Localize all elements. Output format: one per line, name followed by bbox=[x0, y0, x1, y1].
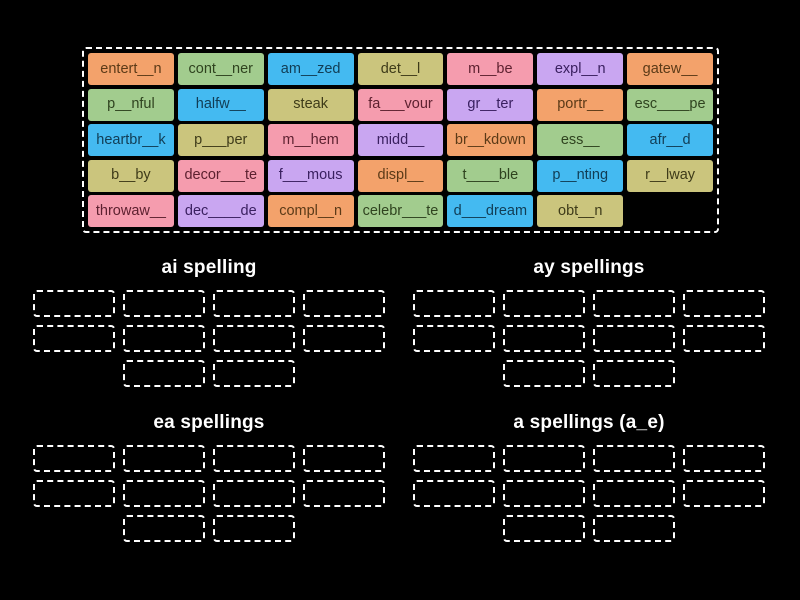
drop-slot[interactable] bbox=[123, 480, 205, 507]
drop-slot[interactable] bbox=[593, 445, 675, 472]
word-tile[interactable]: afr__d bbox=[627, 124, 713, 156]
word-tile[interactable]: p__nting bbox=[537, 159, 624, 192]
word-tile[interactable]: d___dream bbox=[447, 195, 534, 227]
group-slots bbox=[33, 445, 385, 542]
group-slots bbox=[33, 290, 385, 387]
group-slots bbox=[413, 290, 765, 387]
word-tile[interactable]: r__lway bbox=[627, 159, 713, 192]
drop-slot[interactable] bbox=[33, 480, 115, 507]
word-tile[interactable]: p__nful bbox=[88, 88, 174, 121]
group-ai-spelling: ai spelling bbox=[33, 257, 385, 395]
group-title: ai spelling bbox=[161, 257, 257, 278]
word-tile[interactable]: displ__ bbox=[357, 159, 444, 192]
group-ea-spellings: ea spellings bbox=[33, 412, 385, 550]
drop-slot[interactable] bbox=[33, 325, 115, 352]
slot-row bbox=[413, 325, 765, 352]
drop-slot[interactable] bbox=[33, 290, 115, 317]
word-tile[interactable]: steak bbox=[267, 88, 354, 121]
drop-slot[interactable] bbox=[303, 480, 385, 507]
drop-slot[interactable] bbox=[123, 325, 205, 352]
slot-row bbox=[413, 290, 765, 317]
drop-slot[interactable] bbox=[503, 360, 585, 387]
drop-slot[interactable] bbox=[123, 515, 205, 542]
drop-slot[interactable] bbox=[683, 290, 765, 317]
drop-slot[interactable] bbox=[213, 445, 295, 472]
word-tile[interactable]: decor___te bbox=[177, 159, 264, 192]
word-tile[interactable]: p___per bbox=[177, 124, 264, 156]
slot-row bbox=[413, 515, 765, 542]
drop-slot[interactable] bbox=[503, 325, 585, 352]
word-tile[interactable]: cont__ner bbox=[177, 53, 264, 85]
drop-slot[interactable] bbox=[33, 445, 115, 472]
drop-slot[interactable] bbox=[593, 480, 675, 507]
word-tile[interactable]: det__l bbox=[357, 53, 444, 85]
word-tile[interactable]: expl__n bbox=[537, 53, 624, 85]
word-tile[interactable]: heartbr__k bbox=[88, 124, 174, 156]
drop-slot[interactable] bbox=[503, 515, 585, 542]
drop-slot[interactable] bbox=[593, 360, 675, 387]
word-tile[interactable]: fa___vour bbox=[357, 88, 444, 121]
word-tile[interactable]: m__hem bbox=[267, 124, 354, 156]
slot-row bbox=[413, 360, 765, 387]
drop-slot[interactable] bbox=[593, 290, 675, 317]
drop-slot[interactable] bbox=[303, 325, 385, 352]
slot-row bbox=[33, 325, 385, 352]
group-title: ay spellings bbox=[533, 257, 645, 278]
word-tile[interactable]: b__by bbox=[88, 159, 174, 192]
drop-slot[interactable] bbox=[683, 445, 765, 472]
drop-slot[interactable] bbox=[683, 480, 765, 507]
slot-row bbox=[33, 515, 385, 542]
drop-slot[interactable] bbox=[503, 445, 585, 472]
group-title: ea spellings bbox=[153, 412, 265, 433]
word-tile[interactable]: dec____de bbox=[177, 195, 264, 227]
word-tile[interactable]: m__be bbox=[447, 53, 534, 85]
drop-slot[interactable] bbox=[413, 325, 495, 352]
drop-slot[interactable] bbox=[303, 445, 385, 472]
drop-slot[interactable] bbox=[413, 290, 495, 317]
word-tile[interactable]: ess__ bbox=[537, 124, 624, 156]
word-tile[interactable]: esc____pe bbox=[627, 88, 713, 121]
drop-slot[interactable] bbox=[413, 480, 495, 507]
word-tile[interactable]: gr__ter bbox=[447, 88, 534, 121]
word-tile[interactable]: gatew__ bbox=[627, 53, 713, 85]
slot-row bbox=[33, 360, 385, 387]
slot-row bbox=[33, 290, 385, 317]
drop-slot[interactable] bbox=[123, 290, 205, 317]
word-tile[interactable]: am__zed bbox=[267, 53, 354, 85]
word-tile[interactable]: entert__n bbox=[88, 53, 174, 85]
word-tile[interactable]: celebr___te bbox=[357, 195, 444, 227]
drop-slot[interactable] bbox=[503, 480, 585, 507]
slot-row bbox=[413, 445, 765, 472]
word-tile[interactable]: t____ble bbox=[447, 159, 534, 192]
drop-slot[interactable] bbox=[213, 290, 295, 317]
group-a-e-spellings: a spellings (a_e) bbox=[413, 412, 765, 550]
drop-slot[interactable] bbox=[123, 360, 205, 387]
drop-slot[interactable] bbox=[303, 290, 385, 317]
word-tile[interactable]: midd__ bbox=[357, 124, 444, 156]
drop-slot[interactable] bbox=[503, 290, 585, 317]
word-tile[interactable]: br__kdown bbox=[447, 124, 534, 156]
drop-slot[interactable] bbox=[213, 325, 295, 352]
group-slots bbox=[413, 445, 765, 542]
word-tile[interactable]: obt__n bbox=[537, 195, 624, 227]
drop-slot[interactable] bbox=[213, 515, 295, 542]
word-tile[interactable]: portr__ bbox=[537, 88, 624, 121]
word-tile[interactable]: compl__n bbox=[267, 195, 354, 227]
drop-slot[interactable] bbox=[123, 445, 205, 472]
drop-slot[interactable] bbox=[413, 445, 495, 472]
word-tile[interactable]: halfw__ bbox=[177, 88, 264, 121]
drop-slot[interactable] bbox=[683, 325, 765, 352]
word-tile[interactable]: f___mous bbox=[267, 159, 354, 192]
drop-slot[interactable] bbox=[213, 360, 295, 387]
group-ay-spellings: ay spellings bbox=[413, 257, 765, 395]
word-tile[interactable]: throwaw__ bbox=[88, 195, 174, 227]
drop-slot[interactable] bbox=[593, 325, 675, 352]
group-title: a spellings (a_e) bbox=[513, 412, 665, 433]
slot-row bbox=[413, 480, 765, 507]
drop-slot[interactable] bbox=[213, 480, 295, 507]
slot-row bbox=[33, 480, 385, 507]
drop-slot[interactable] bbox=[593, 515, 675, 542]
slot-row bbox=[33, 445, 385, 472]
